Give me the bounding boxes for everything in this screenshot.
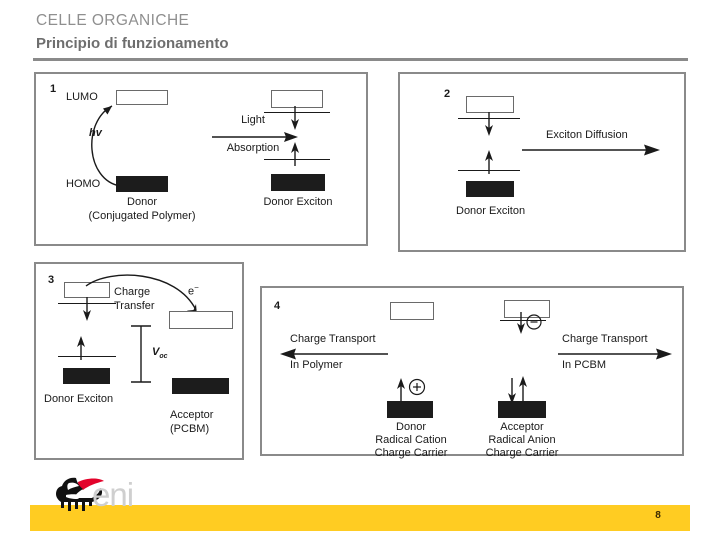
footer-bar bbox=[30, 505, 690, 531]
voc-bracket bbox=[131, 325, 151, 383]
acceptor-homo-box bbox=[498, 401, 546, 418]
panel-number: 3 bbox=[48, 274, 55, 286]
donor-exciton-caption: Donor Exciton bbox=[456, 205, 526, 217]
homo-level-box bbox=[116, 176, 168, 192]
page-title: CELLE ORGANICHE bbox=[36, 12, 190, 29]
lumo-label: LUMO bbox=[66, 91, 98, 103]
acceptor-lumo-box bbox=[169, 311, 233, 329]
eni-logo-icon bbox=[56, 477, 104, 511]
donor-carrier-line1: Donor bbox=[396, 421, 426, 433]
exciton-diffusion-label: Exciton Diffusion bbox=[546, 129, 628, 141]
electron-label: e− bbox=[188, 283, 199, 298]
exciton-lumo-line bbox=[264, 112, 330, 114]
absorption-arrow bbox=[212, 132, 298, 142]
negative-charge-icon bbox=[526, 314, 542, 330]
acceptor-carrier-line1: Acceptor bbox=[500, 421, 544, 433]
electron-spin-down-arrow bbox=[83, 297, 91, 321]
hole-spin-up-arrow bbox=[397, 378, 405, 404]
voc-label: Voc bbox=[152, 346, 168, 361]
charge-transport-right-arrow bbox=[558, 348, 672, 360]
eni-wordmark: eni bbox=[92, 476, 134, 513]
exciton-homo-box bbox=[271, 174, 325, 191]
exciton-homo-line bbox=[264, 159, 330, 161]
photon-energy-label: hv bbox=[89, 127, 102, 139]
exciton-homo-line bbox=[458, 170, 520, 172]
electron-spin-down-arrow-2 bbox=[508, 378, 516, 404]
acceptor-caption-line2: (PCBM) bbox=[170, 423, 210, 435]
acceptor-homo-box bbox=[172, 378, 229, 394]
figure-panel-4: 4 Charge Transport In Polymer Charge Tra… bbox=[260, 286, 684, 459]
electron-spin-down-arrow bbox=[485, 112, 493, 136]
donor-carrier-line2: Radical Cation bbox=[375, 434, 447, 446]
figure-panel-3: 3 Charge Transfer e− Voc bbox=[34, 262, 244, 460]
light-label: Light bbox=[241, 114, 265, 126]
charge-transport-polymer-line2: In Polymer bbox=[290, 359, 343, 371]
donor-carrier-line3: Charge Carrier bbox=[374, 447, 448, 459]
donor-homo-box bbox=[63, 368, 110, 384]
donor-homo-line bbox=[58, 356, 116, 358]
donor-exciton-caption: Donor Exciton bbox=[44, 393, 114, 405]
figure-panel-1: 1 LUMO HOMO hv Light Absorption bbox=[34, 72, 368, 246]
page-subtitle: Principio di funzionamento bbox=[36, 35, 229, 52]
acceptor-lumo-line bbox=[500, 320, 546, 322]
panel-number: 4 bbox=[274, 300, 281, 312]
charge-transfer-label-line1: Charge bbox=[114, 286, 151, 298]
hole-spin-up-arrow-2 bbox=[519, 376, 527, 402]
acceptor-caption-line1: Acceptor bbox=[170, 409, 214, 421]
charge-transport-polymer-line1: Charge Transport bbox=[290, 333, 376, 345]
donor-caption-line2: (Conjugated Polymer) bbox=[88, 210, 196, 222]
acceptor-lumo-box bbox=[504, 300, 550, 318]
panel-number: 1 bbox=[50, 83, 57, 95]
exciton-lumo-box bbox=[466, 96, 514, 113]
exciton-lumo-box bbox=[271, 90, 323, 108]
exciton-homo-box bbox=[466, 181, 514, 197]
figure-panel-2: 2 Donor Exciton Exciton Diffusion bbox=[398, 72, 686, 252]
header-divider bbox=[33, 58, 688, 61]
electron-spin-down-arrow bbox=[517, 312, 525, 334]
acceptor-carrier-line3: Charge Carrier bbox=[485, 447, 559, 459]
charge-transport-pcbm-line2: In PCBM bbox=[562, 359, 607, 371]
acceptor-carrier-line2: Radical Anion bbox=[488, 434, 556, 446]
donor-exciton-caption: Donor Exciton bbox=[263, 196, 333, 208]
donor-caption-line1: Donor bbox=[127, 196, 157, 208]
hole-spin-up-arrow bbox=[291, 142, 299, 166]
photon-absorption-arrow bbox=[91, 105, 121, 187]
panel-number: 2 bbox=[444, 88, 451, 100]
lumo-level-box bbox=[116, 90, 168, 105]
charge-transfer-label-line2: Transfer bbox=[114, 300, 155, 312]
donor-lumo-box bbox=[390, 302, 434, 320]
donor-homo-box bbox=[387, 401, 433, 418]
electron-spin-down-arrow bbox=[291, 106, 299, 130]
homo-label: HOMO bbox=[66, 178, 101, 190]
absorption-label: Absorption bbox=[226, 142, 280, 154]
charge-transport-left-arrow bbox=[280, 348, 388, 360]
exciton-diffusion-arrow bbox=[522, 144, 660, 156]
charge-transport-pcbm-line1: Charge Transport bbox=[562, 333, 648, 345]
page-number: 8 bbox=[655, 510, 661, 521]
positive-charge-icon bbox=[408, 378, 426, 396]
